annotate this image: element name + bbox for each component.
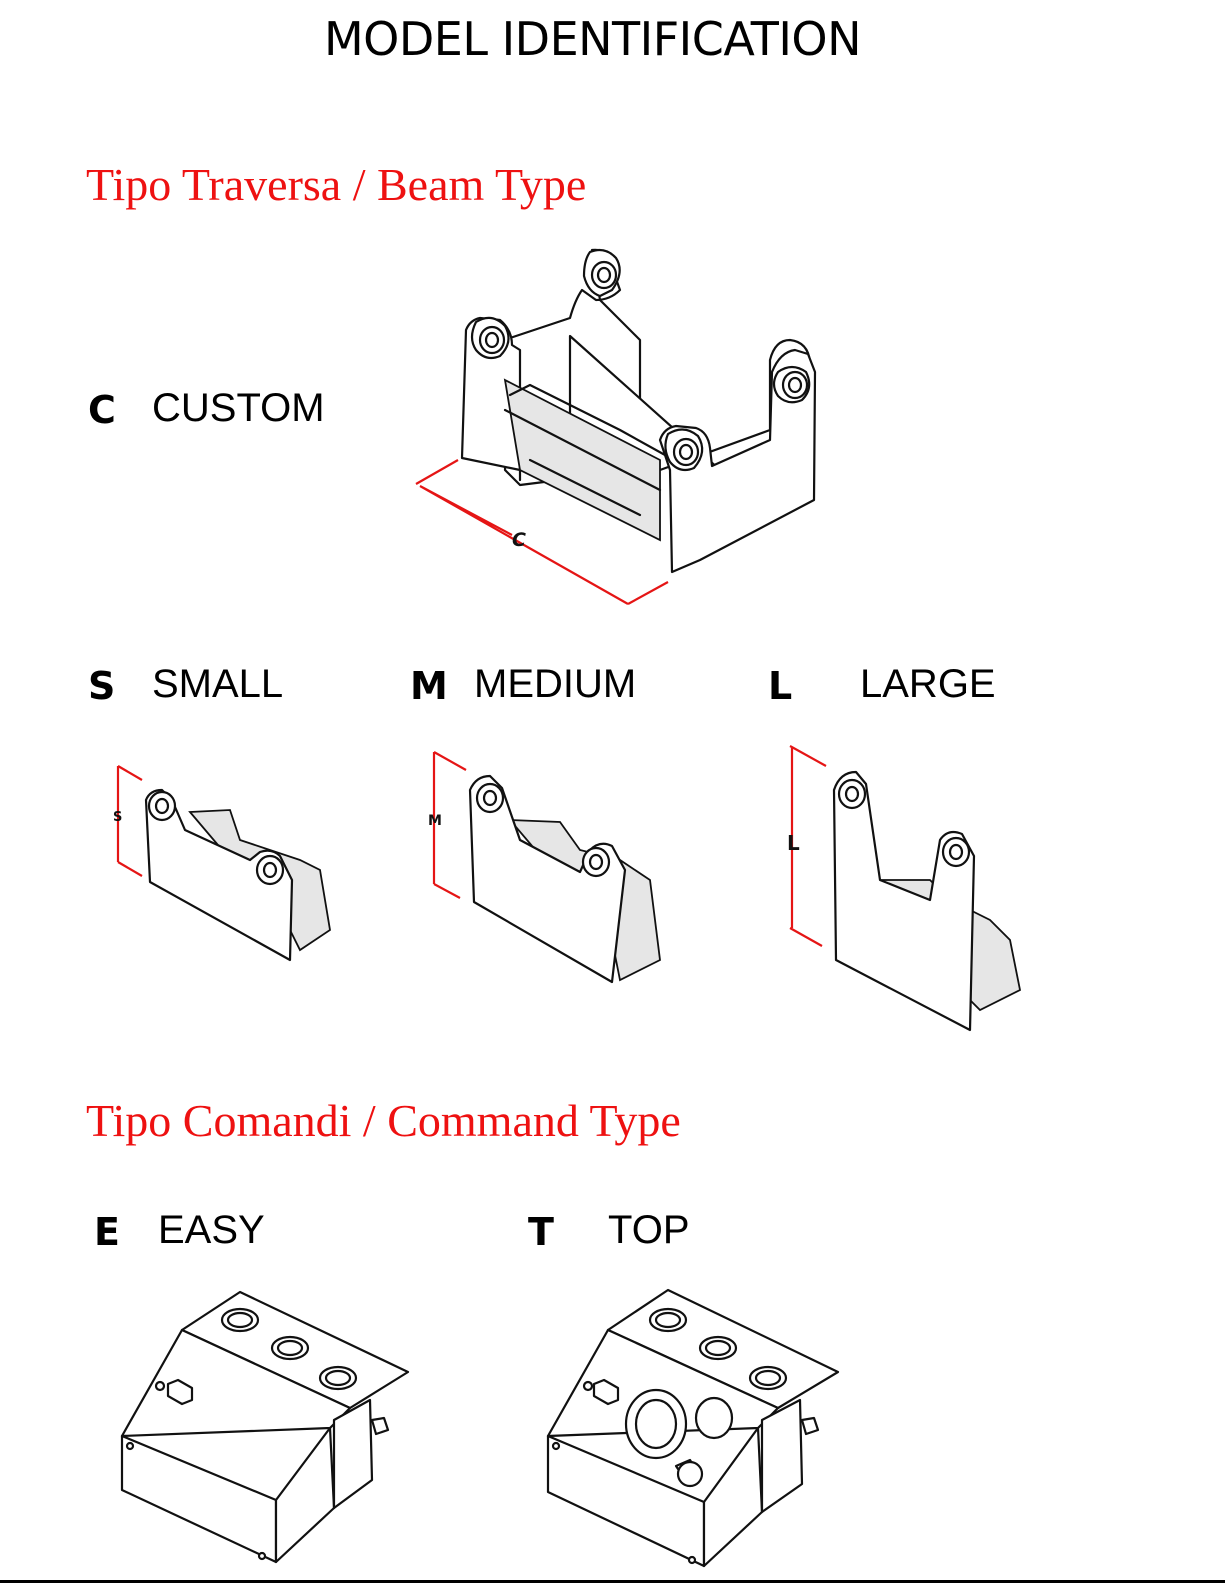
bottom-rule	[0, 1580, 1225, 1583]
